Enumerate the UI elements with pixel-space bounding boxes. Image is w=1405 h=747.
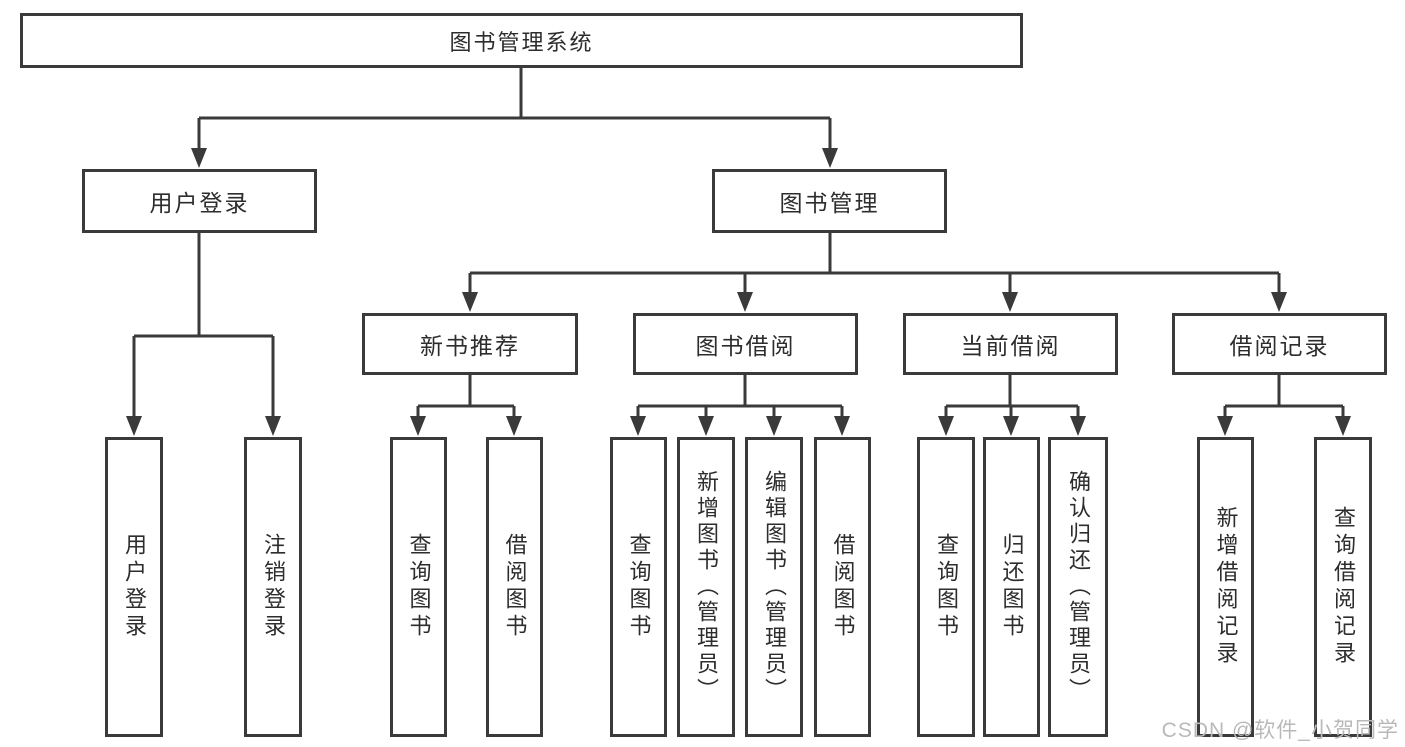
leaf-newbook-borrow-book: 借阅图书 (486, 437, 543, 737)
leaf-current-return-book: 归还图书 (983, 437, 1040, 737)
leaf-current-query-book: 查询图书 (917, 437, 975, 737)
leaf-borrow-borrow-book: 借阅图书 (814, 437, 871, 737)
leaf-newbook-query-book-label: 查询图书 (406, 533, 432, 641)
leaf-records-query-record: 查询借阅记录 (1314, 437, 1372, 737)
node-book-management-label: 图书管理 (779, 190, 880, 216)
node-user-login-label: 用户登录 (149, 190, 250, 216)
node-new-book-recommend-label: 新书推荐 (420, 333, 520, 359)
leaf-borrow-borrow-book-label: 借阅图书 (830, 533, 856, 641)
node-user-login-module: 用户登录 (82, 169, 317, 233)
node-current-borrow-label: 当前借阅 (960, 333, 1061, 359)
csdn-watermark: CSDN @软件_小贺同学 (1161, 719, 1399, 742)
leaf-borrow-edit-book-admin: 编辑图书（管理员） (745, 437, 803, 737)
leaf-current-confirm-return-admin: 确认归还（管理员） (1048, 437, 1108, 737)
leaf-user-login: 用户登录 (105, 437, 163, 737)
leaf-records-add-record: 新增借阅记录 (1197, 437, 1254, 737)
leaf-logout-label: 注销登录 (261, 533, 286, 641)
node-book-borrow: 图书借阅 (633, 313, 858, 375)
leaf-newbook-query-book: 查询图书 (390, 437, 447, 737)
node-book-management-module: 图书管理 (712, 169, 947, 233)
node-borrow-records: 借阅记录 (1172, 313, 1387, 375)
leaf-records-query-record-label: 查询借阅记录 (1331, 506, 1356, 668)
node-root-system: 图书管理系统 (20, 13, 1023, 68)
leaf-user-login-label: 用户登录 (122, 533, 147, 641)
node-current-borrow: 当前借阅 (903, 313, 1118, 375)
leaf-newbook-borrow-book-label: 借阅图书 (502, 533, 528, 641)
node-new-book-recommend: 新书推荐 (362, 313, 578, 375)
leaf-borrow-query-book-label: 查询图书 (626, 533, 652, 641)
leaf-logout: 注销登录 (244, 437, 302, 737)
leaf-borrow-add-book-admin-label: 新增图书（管理员） (694, 470, 719, 704)
node-book-borrow-label: 图书借阅 (695, 333, 796, 359)
node-borrow-records-label: 借阅记录 (1229, 333, 1330, 359)
leaf-current-query-book-label: 查询图书 (934, 533, 959, 641)
leaf-borrow-edit-book-admin-label: 编辑图书（管理员） (762, 470, 787, 704)
leaf-borrow-add-book-admin: 新增图书（管理员） (677, 437, 735, 737)
leaf-borrow-query-book: 查询图书 (610, 437, 667, 737)
leaf-current-return-book-label: 归还图书 (999, 533, 1025, 641)
node-root-label: 图书管理系统 (449, 29, 594, 55)
leaf-current-confirm-return-admin-label: 确认归还（管理员） (1066, 470, 1091, 704)
leaf-records-add-record-label: 新增借阅记录 (1213, 506, 1239, 668)
